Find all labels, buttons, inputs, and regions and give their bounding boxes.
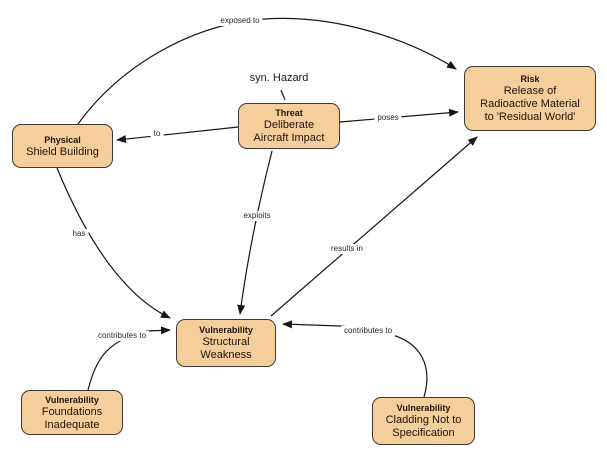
edge-has-line bbox=[56, 167, 171, 319]
node-title: Vulnerability bbox=[199, 325, 253, 335]
node-title: Threat bbox=[275, 108, 303, 118]
edge-label-has[interactable]: has bbox=[69, 229, 89, 239]
node-title: Vulnerability bbox=[45, 394, 99, 405]
node-title: Vulnerability bbox=[396, 403, 451, 413]
edge-label-to[interactable]: to bbox=[150, 129, 164, 139]
node-body: Structural Weakness bbox=[200, 336, 252, 361]
node-body: Foundations Inadequate bbox=[41, 405, 103, 431]
syn-hazard-tick-line bbox=[280, 89, 286, 101]
edge-exploits-line bbox=[237, 150, 273, 315]
edge-to-line bbox=[116, 126, 239, 144]
edge-label-exposed-to[interactable]: exposed to bbox=[217, 16, 263, 26]
node-vulnerability-foundations-inadequate[interactable]: Vulnerability Foundations Inadequate bbox=[21, 390, 123, 435]
edge-results-in-line bbox=[270, 136, 478, 317]
node-vulnerability-structural-weakness[interactable]: Vulnerability Structural Weakness bbox=[176, 319, 276, 367]
node-risk-release-of-radioactive-material[interactable]: Risk Release of Radioactive Material to … bbox=[464, 66, 596, 131]
node-vulnerability-cladding-not-to-specification[interactable]: Vulnerability Cladding Not to Specificat… bbox=[372, 397, 475, 445]
node-title: Risk bbox=[520, 74, 540, 84]
edge-label-results-in[interactable]: results in bbox=[327, 244, 367, 254]
node-threat-deliberate-aircraft-impact[interactable]: Threat Deliberate Aircraft Impact bbox=[238, 103, 340, 149]
edge-label-contributes-to-left[interactable]: contributes to bbox=[94, 331, 150, 341]
node-physical-shield-building[interactable]: Physical Shield Building bbox=[12, 124, 113, 168]
edge-label-contributes-to-right[interactable]: contributes to bbox=[340, 326, 396, 336]
edge-exposed-to-line bbox=[77, 17, 457, 125]
node-body: Cladding Not to Specification bbox=[385, 414, 462, 439]
node-body: Shield Building bbox=[26, 145, 99, 158]
node-body: Release of Radioactive Material to 'Resi… bbox=[480, 85, 580, 123]
edge-label-poses[interactable]: poses bbox=[374, 113, 402, 123]
node-body: Deliberate Aircraft Impact bbox=[253, 119, 325, 144]
syn-hazard-label[interactable]: syn. Hazard bbox=[249, 72, 309, 84]
edge-label-exploits[interactable]: exploits bbox=[240, 211, 274, 221]
node-title: Physical bbox=[44, 134, 81, 145]
